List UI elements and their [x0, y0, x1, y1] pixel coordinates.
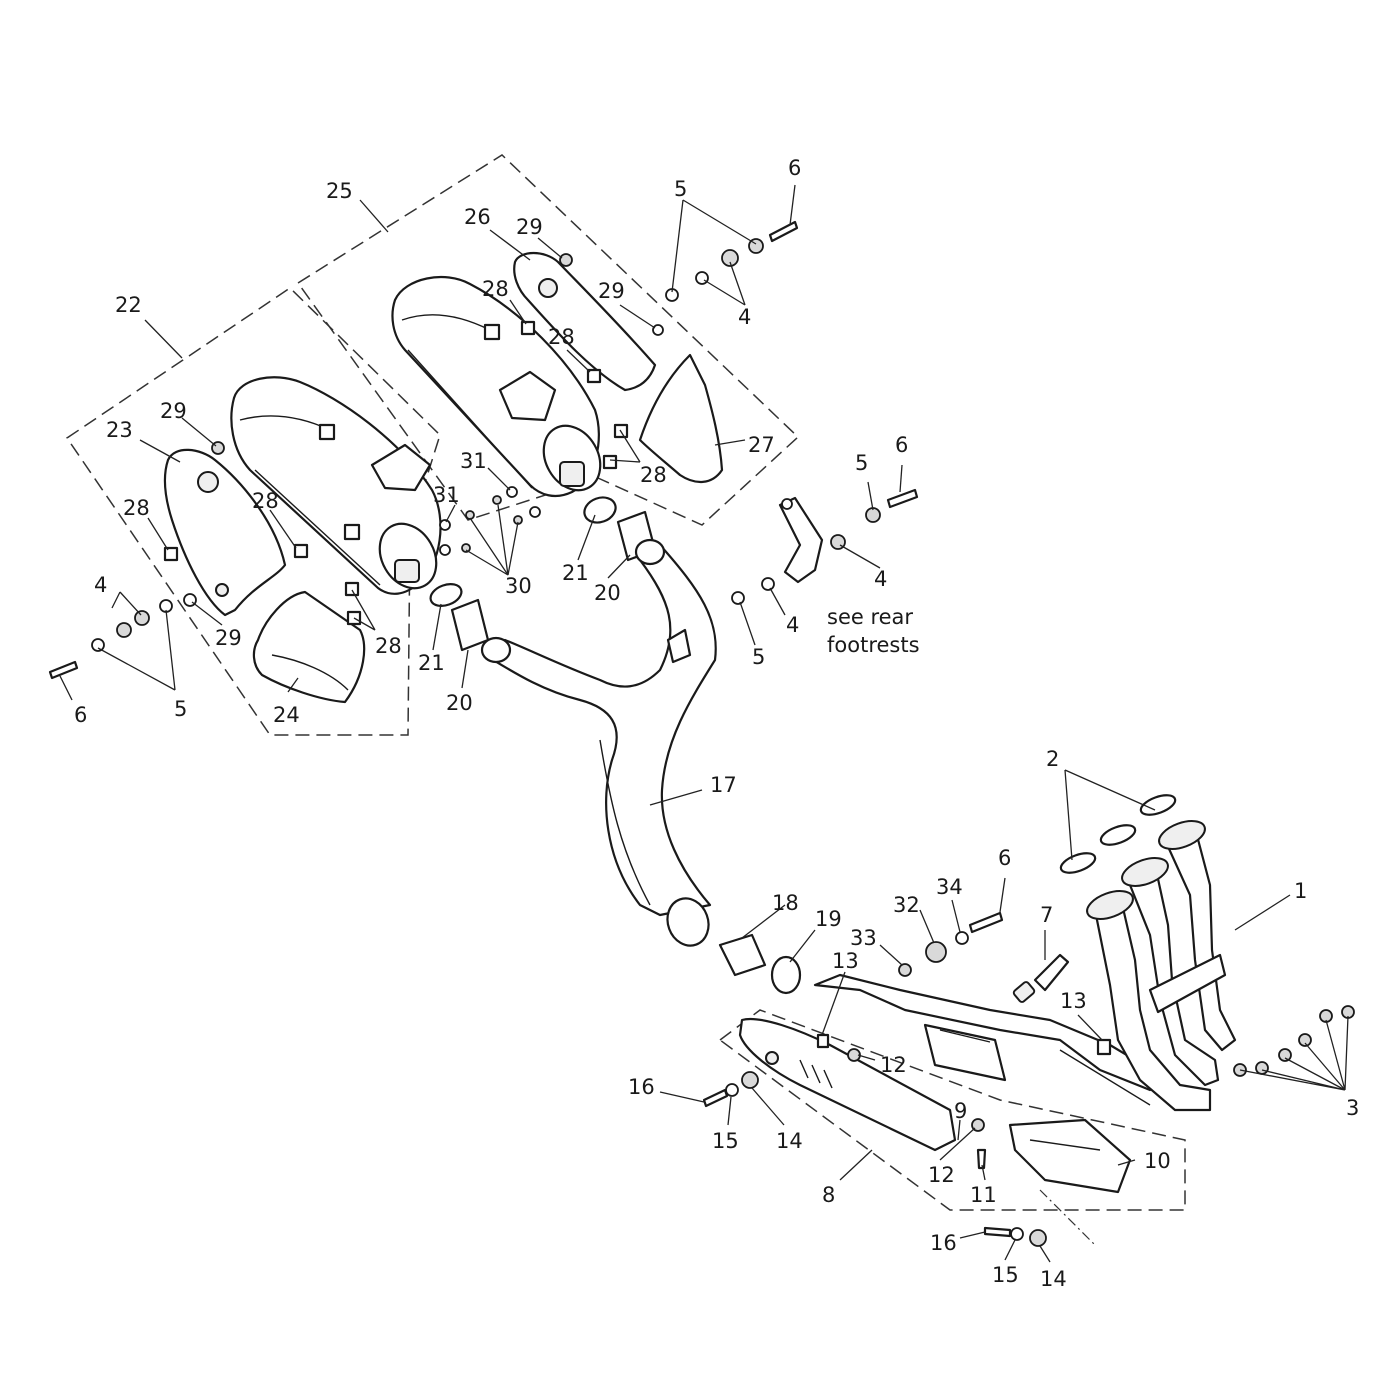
- callout-5: 5: [752, 645, 765, 669]
- right-heat-shield: [513, 251, 657, 392]
- callout-19: 19: [815, 907, 842, 931]
- callout-6: 6: [788, 156, 801, 180]
- leader-lines: [59, 184, 1349, 1263]
- callout-29: 29: [160, 399, 187, 423]
- callout-24: 24: [273, 703, 300, 727]
- callout-28: 28: [123, 496, 150, 520]
- callout-6: 6: [998, 846, 1011, 870]
- callout-29: 29: [215, 626, 242, 650]
- callout-4: 4: [874, 567, 887, 591]
- clamp-21-right: [583, 496, 617, 524]
- callout-28: 28: [252, 489, 279, 513]
- group-box-25: [296, 154, 800, 526]
- callout-4: 4: [738, 305, 751, 329]
- callout-17: 17: [710, 773, 737, 797]
- callout-34: 34: [936, 875, 963, 899]
- callout-11: 11: [970, 1183, 997, 1207]
- callout-12: 12: [928, 1163, 955, 1187]
- sleeve-18: [718, 933, 767, 977]
- callout-15: 15: [712, 1129, 739, 1153]
- right-silencer: [391, 276, 602, 498]
- callout-28: 28: [548, 325, 575, 349]
- link-pipe: [480, 538, 717, 947]
- group-box-8: [718, 1009, 1186, 1211]
- sensor-guard-10: [1008, 1118, 1132, 1194]
- callout-28: 28: [482, 277, 509, 301]
- header-pipes: [1086, 820, 1237, 1112]
- footrest-bracket: [778, 496, 824, 584]
- left-end-cap: [252, 590, 366, 704]
- callout-16: 16: [930, 1231, 957, 1255]
- callout-8: 8: [822, 1183, 835, 1207]
- sleeve-20-left: [450, 598, 490, 652]
- callout-25: 25: [326, 179, 353, 203]
- rear-footrests-note: see rear footrests: [827, 605, 920, 657]
- callout-21: 21: [418, 651, 445, 675]
- callout-20: 20: [594, 581, 621, 605]
- callout-29: 29: [516, 215, 543, 239]
- callout-22: 22: [115, 293, 142, 317]
- clamp-21-left: [429, 583, 463, 607]
- callout-30: 30: [505, 574, 532, 598]
- callout-20: 20: [446, 691, 473, 715]
- callout-9: 9: [954, 1099, 967, 1123]
- callout-12: 12: [880, 1053, 907, 1077]
- callout-27: 27: [748, 433, 775, 457]
- note-line-1: see rear: [827, 605, 913, 629]
- callout-32: 32: [893, 893, 920, 917]
- callout-21: 21: [562, 561, 589, 585]
- lambda-sensor-7: [1012, 953, 1070, 1003]
- callout-5: 5: [855, 451, 868, 475]
- callout-16: 16: [628, 1075, 655, 1099]
- left-silencer: [230, 376, 442, 595]
- left-heat-shield: [163, 448, 287, 617]
- gaskets-2: [1059, 794, 1177, 874]
- callout-5: 5: [674, 177, 687, 201]
- callout-7: 7: [1040, 903, 1053, 927]
- callout-28: 28: [375, 634, 402, 658]
- callout-14: 14: [1040, 1267, 1067, 1291]
- callout-23: 23: [106, 418, 133, 442]
- callout-18: 18: [772, 891, 799, 915]
- callout-4: 4: [94, 573, 107, 597]
- callout-13: 13: [832, 949, 859, 973]
- callout-6: 6: [74, 703, 87, 727]
- callout-29: 29: [598, 279, 625, 303]
- callout-14: 14: [776, 1129, 803, 1153]
- callout-31: 31: [460, 449, 487, 473]
- callout-3: 3: [1346, 1096, 1359, 1120]
- callout-28: 28: [640, 463, 667, 487]
- callout-4: 4: [786, 613, 799, 637]
- callout-5: 5: [174, 697, 187, 721]
- fasteners: [48, 220, 1355, 1247]
- note-line-2: footrests: [827, 633, 920, 657]
- right-heat-shield-lower: [638, 353, 724, 483]
- callout-10: 10: [1144, 1149, 1171, 1173]
- lower-heat-shield: [738, 1017, 957, 1152]
- callout-6: 6: [895, 433, 908, 457]
- callout-labels: 1 2 3 4 4 4 4 5 5 5 5 6 6 6 6 7 8 9 10 1…: [74, 156, 1359, 1291]
- callout-2: 2: [1046, 747, 1059, 771]
- callout-31: 31: [433, 483, 460, 507]
- callout-15: 15: [992, 1263, 1019, 1287]
- callout-13: 13: [1060, 989, 1087, 1013]
- clamp-19: [770, 955, 802, 995]
- callout-33: 33: [850, 926, 877, 950]
- callout-1: 1: [1294, 879, 1307, 903]
- callout-26: 26: [464, 205, 491, 229]
